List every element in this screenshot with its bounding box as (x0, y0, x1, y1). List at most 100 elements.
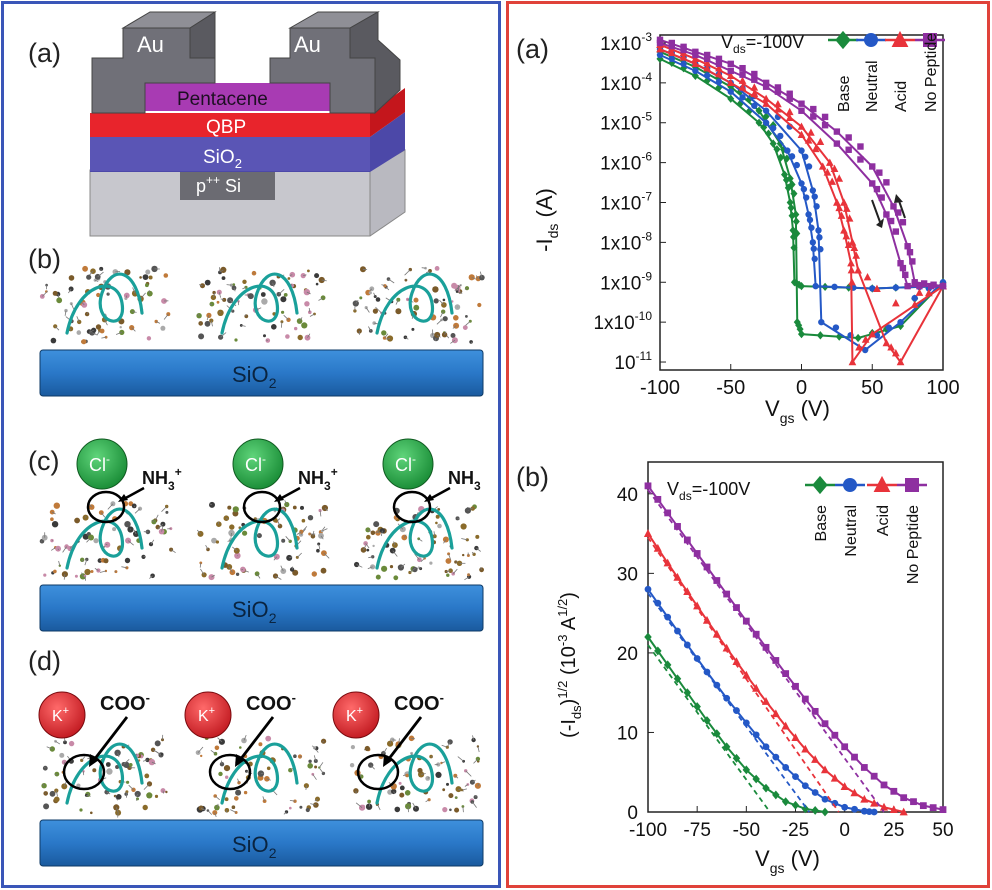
data-point (761, 697, 771, 705)
data-point (715, 64, 723, 72)
data-point (781, 721, 790, 730)
bond (444, 331, 447, 335)
carboxylate-group-label: COO- (394, 690, 444, 715)
bond (123, 759, 130, 765)
bond (412, 802, 417, 809)
bond (385, 286, 390, 291)
atom (289, 567, 295, 572)
data-point (807, 128, 815, 136)
sio2-layer (90, 137, 370, 171)
atom (104, 569, 108, 573)
atom (465, 315, 468, 318)
chart-b-fit-line (647, 644, 771, 813)
data-point (891, 349, 900, 357)
bond (296, 531, 302, 535)
atom (50, 337, 57, 344)
bond (313, 755, 317, 762)
atom (142, 804, 148, 811)
data-point (751, 102, 758, 109)
data-point (870, 798, 879, 807)
bond (289, 556, 293, 559)
chloride-ion-label: Cl- (245, 452, 266, 475)
atom (281, 310, 285, 314)
atom (165, 510, 169, 514)
bond (161, 506, 167, 512)
peptide-backbone (220, 272, 299, 335)
data-point (809, 187, 817, 194)
bond (367, 529, 372, 532)
data-point (777, 132, 784, 140)
data-point (810, 245, 817, 252)
data-point (739, 94, 746, 101)
data-point (667, 48, 676, 57)
atom (294, 326, 298, 331)
bond (86, 795, 91, 797)
data-point (762, 99, 770, 107)
bond (365, 543, 370, 549)
data-point (925, 288, 933, 297)
data-point (880, 781, 888, 789)
bond (52, 511, 56, 515)
pentacene-label: Pentacene (177, 89, 268, 110)
bond (70, 303, 75, 310)
chart-b-ytick-label: 20 (617, 644, 638, 665)
chart-b-legend-label: Base (813, 505, 830, 542)
chart-b-xtick-label: -100 (629, 820, 667, 841)
bond (84, 559, 88, 566)
panel-a-label: (a) (28, 38, 61, 68)
atom (43, 573, 47, 577)
data-point (772, 753, 780, 761)
bond (230, 809, 237, 813)
data-point (915, 288, 924, 296)
bond (218, 292, 221, 298)
atom (372, 544, 375, 548)
bond (200, 568, 205, 576)
data-point (832, 324, 840, 331)
bond (320, 535, 324, 540)
bond (128, 784, 134, 791)
data-point (860, 764, 868, 771)
bond (291, 566, 294, 570)
atom (300, 505, 304, 510)
bond (392, 550, 398, 557)
bond (393, 791, 395, 795)
bond (142, 759, 148, 762)
atom (146, 290, 153, 297)
gate-block (180, 168, 275, 200)
atom (413, 297, 419, 303)
bond (131, 327, 136, 332)
data-point (804, 136, 813, 144)
bond (299, 317, 303, 322)
atom (442, 788, 446, 792)
atom (465, 538, 469, 542)
bond (228, 566, 233, 573)
bond (89, 329, 94, 333)
atom (366, 534, 371, 540)
bond (289, 274, 293, 276)
atom (165, 790, 168, 794)
data-point (889, 805, 898, 814)
data-point (654, 646, 662, 656)
atom (442, 316, 448, 322)
data-point (811, 193, 818, 200)
bond (54, 326, 60, 331)
atom (79, 808, 83, 812)
binding-arrow (92, 716, 129, 761)
data-point (663, 660, 672, 670)
atom (417, 767, 423, 774)
bond (55, 790, 58, 797)
data-point (847, 266, 856, 274)
peptide-molecules-d (41, 733, 481, 818)
data-point (792, 210, 800, 219)
data-point (879, 802, 889, 811)
atom (364, 745, 370, 752)
data-point (739, 71, 746, 78)
bond (256, 533, 260, 536)
data-point (821, 113, 829, 121)
atom (201, 572, 207, 578)
bond (439, 299, 445, 306)
data-point (774, 88, 782, 95)
atom (304, 301, 310, 307)
data-point (792, 682, 799, 690)
bond (96, 330, 101, 336)
